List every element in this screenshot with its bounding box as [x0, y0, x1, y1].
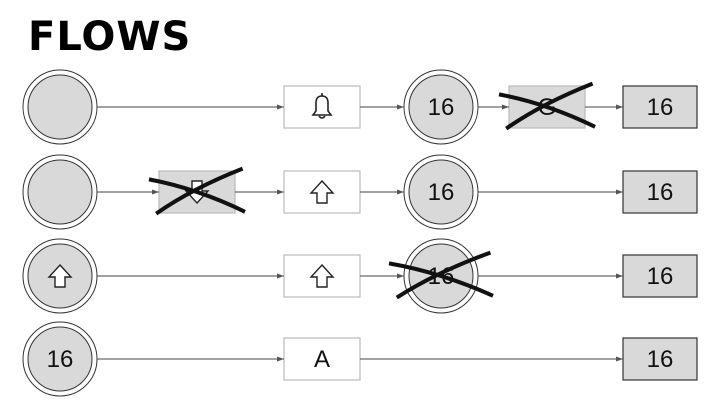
source-node[interactable] — [22, 154, 98, 230]
stage-crossed-out — [388, 250, 494, 300]
target-node[interactable]: 16 — [622, 170, 698, 214]
target-label: 16 — [647, 263, 674, 290]
target-label: 16 — [647, 179, 674, 206]
stage-label: 16 — [428, 179, 455, 206]
arrow-up-icon — [309, 263, 335, 288]
bell-icon — [311, 93, 333, 119]
stage-label: 16 — [428, 94, 455, 121]
stage-node[interactable]: 16 — [403, 69, 479, 145]
source-node[interactable]: 16 — [22, 321, 98, 397]
target-node[interactable]: 16 — [622, 254, 698, 298]
post-crossed-out — [498, 81, 596, 131]
arrow-up-icon — [47, 263, 73, 288]
stage-node[interactable]: 16 — [403, 154, 479, 230]
arrow-up-icon — [309, 179, 335, 204]
page-title: FLOWS — [28, 14, 192, 60]
target-label: 16 — [647, 94, 674, 121]
source-node[interactable] — [22, 238, 98, 314]
target-node[interactable]: 16 — [622, 85, 698, 129]
transform-label: A — [314, 346, 330, 373]
source-label: 16 — [47, 346, 74, 373]
transform-node[interactable] — [283, 170, 361, 214]
transform-node[interactable]: A — [283, 337, 361, 381]
transform-node[interactable] — [283, 85, 361, 129]
transform-node[interactable] — [283, 254, 361, 298]
target-node[interactable]: 16 — [622, 337, 698, 381]
source-node[interactable] — [22, 69, 98, 145]
target-label: 16 — [647, 346, 674, 373]
filter-crossed-out — [148, 166, 246, 216]
